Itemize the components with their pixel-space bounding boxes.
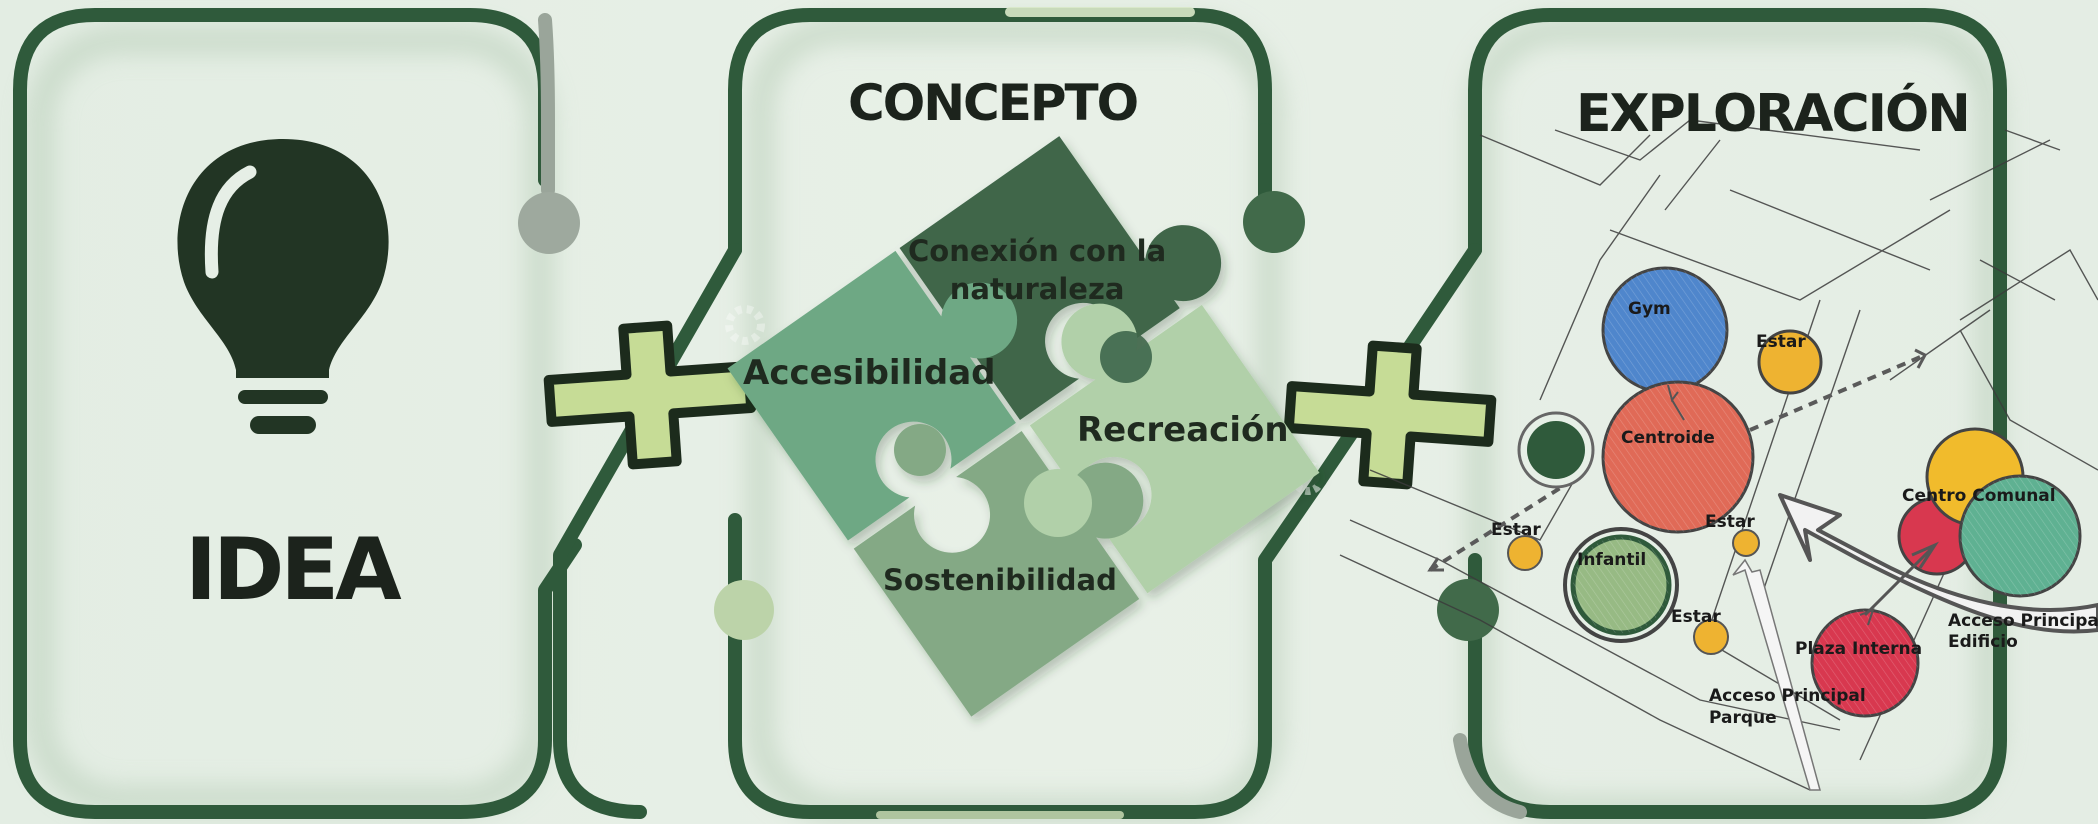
node-infantil	[1563, 527, 1679, 643]
label-acceso-parque: Acceso Principal Parque	[1709, 686, 1866, 728]
label-estar-4: Estar	[1671, 607, 1721, 627]
label-centro-comunal: Centro Comunal	[1902, 486, 2056, 506]
node-plaza-interna	[1810, 608, 1920, 718]
node-centro-comunal	[1897, 427, 2082, 598]
connector-dot	[1437, 579, 1499, 641]
label-acceso-edificio: Acceso Principal Edificio	[1948, 611, 2098, 652]
label-estar-1: Estar	[1756, 332, 1806, 352]
connector-dot	[714, 580, 774, 640]
concepto-frame	[553, 7, 1327, 819]
plus-icon	[543, 320, 757, 470]
idea-title: IDEA	[185, 520, 402, 620]
label-estar-3: Estar	[1491, 520, 1541, 540]
street-grid	[1339, 119, 2098, 791]
label-centroide: Centroide	[1621, 428, 1715, 448]
puzzle-label-conexion: Conexión con la naturaleza	[908, 234, 1167, 306]
lightbulb-icon	[177, 139, 389, 434]
node-centroide	[1601, 380, 1755, 534]
node-estar-3	[1732, 529, 1760, 557]
puzzle	[727, 136, 1320, 717]
gear-icon	[725, 305, 765, 345]
idea-frame	[13, 8, 582, 819]
label-infantil: Infantil	[1577, 550, 1647, 570]
plus-icon	[1283, 340, 1497, 490]
connector-dot	[518, 192, 580, 254]
node-estar-1	[1757, 329, 1823, 395]
site-map	[1339, 119, 2098, 791]
puzzle-label-accesibilidad: Accesibilidad	[743, 353, 996, 393]
puzzle-piece-recreacion	[1029, 303, 1320, 594]
node-gym	[1601, 266, 1729, 394]
concepto-title: CONCEPTO	[848, 74, 1139, 132]
label-gym: Gym	[1628, 299, 1671, 319]
node-estar-2	[1507, 535, 1543, 571]
label-plaza-interna: Plaza Interna	[1795, 639, 1923, 659]
puzzle-piece-accesibilidad	[727, 250, 1018, 541]
node-estar-4	[1693, 619, 1729, 655]
puzzle-label-sostenibilidad: Sostenibilidad	[883, 563, 1117, 597]
node-green	[1517, 411, 1595, 489]
exploracion-title: EXPLORACIÓN	[1576, 84, 1971, 144]
connector-dot	[1243, 191, 1305, 253]
puzzle-label-recreacion: Recreación	[1077, 410, 1289, 450]
label-estar-2: Estar	[1705, 512, 1755, 532]
